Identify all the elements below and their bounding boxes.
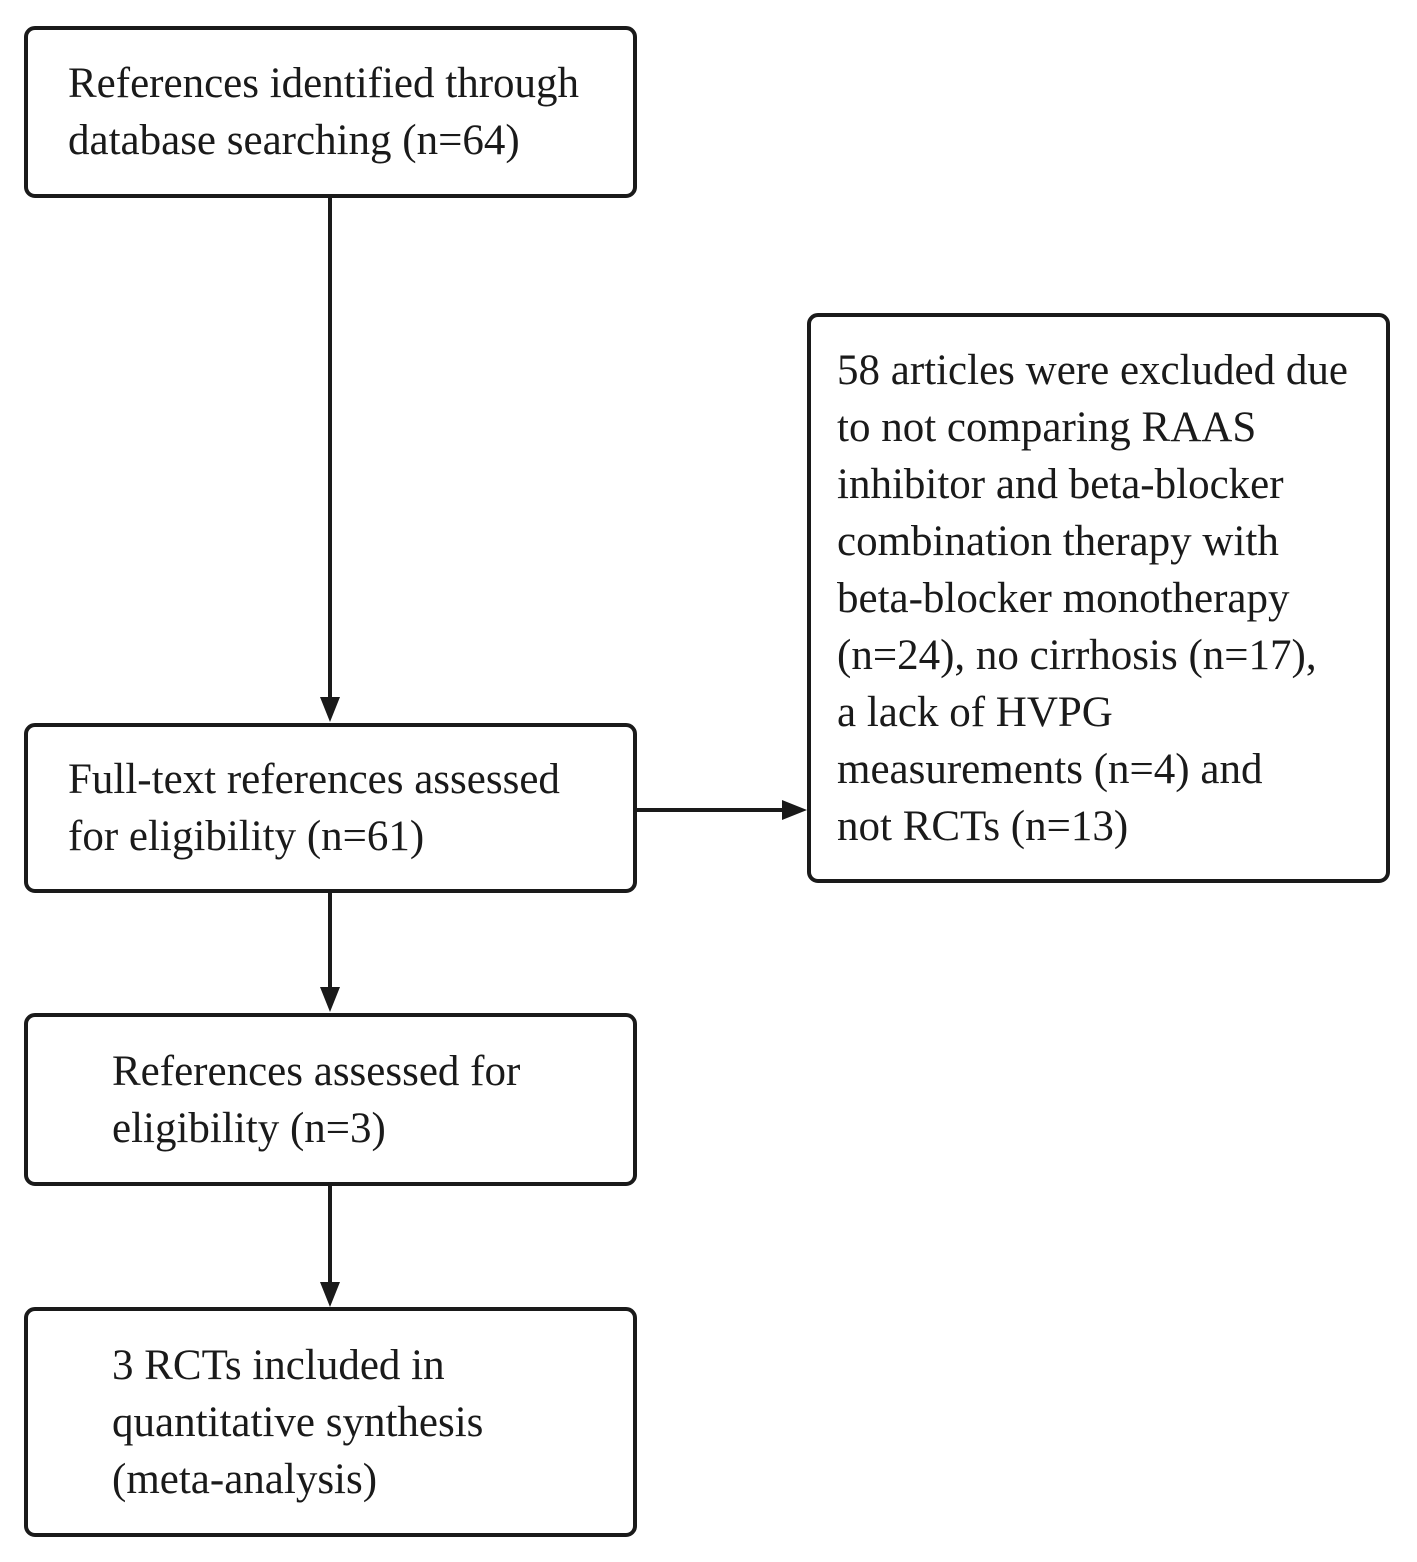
flow-box-excluded-articles: 58 articles were excluded due to not com… xyxy=(807,313,1390,883)
flow-box-rcts-included-text: 3 RCTs included in quantitative synthesi… xyxy=(112,1341,484,1503)
arrow-line xyxy=(328,197,332,699)
arrow-line xyxy=(328,1184,332,1284)
flow-box-references-identified-text: References identified through database s… xyxy=(68,60,580,164)
arrow-line xyxy=(328,891,332,989)
arrow-down-icon xyxy=(320,1282,340,1307)
arrow-down-icon xyxy=(320,697,340,722)
flow-box-references-assessed-text: References assessed for eligibility (n=3… xyxy=(112,1047,521,1152)
flow-box-excluded-articles-text: 58 articles were excluded due to not com… xyxy=(837,346,1348,850)
arrow-right-icon xyxy=(782,800,807,820)
flow-box-fulltext-assessed: Full-text references assessed for eligib… xyxy=(24,723,637,893)
flow-box-references-identified: References identified through database s… xyxy=(24,26,637,198)
arrow-line xyxy=(636,808,784,812)
flow-box-rcts-included: 3 RCTs included in quantitative synthesi… xyxy=(24,1307,637,1537)
arrow-down-icon xyxy=(320,987,340,1012)
flow-box-references-assessed: References assessed for eligibility (n=3… xyxy=(24,1013,637,1186)
flow-box-fulltext-assessed-text: Full-text references assessed for eligib… xyxy=(68,756,560,860)
